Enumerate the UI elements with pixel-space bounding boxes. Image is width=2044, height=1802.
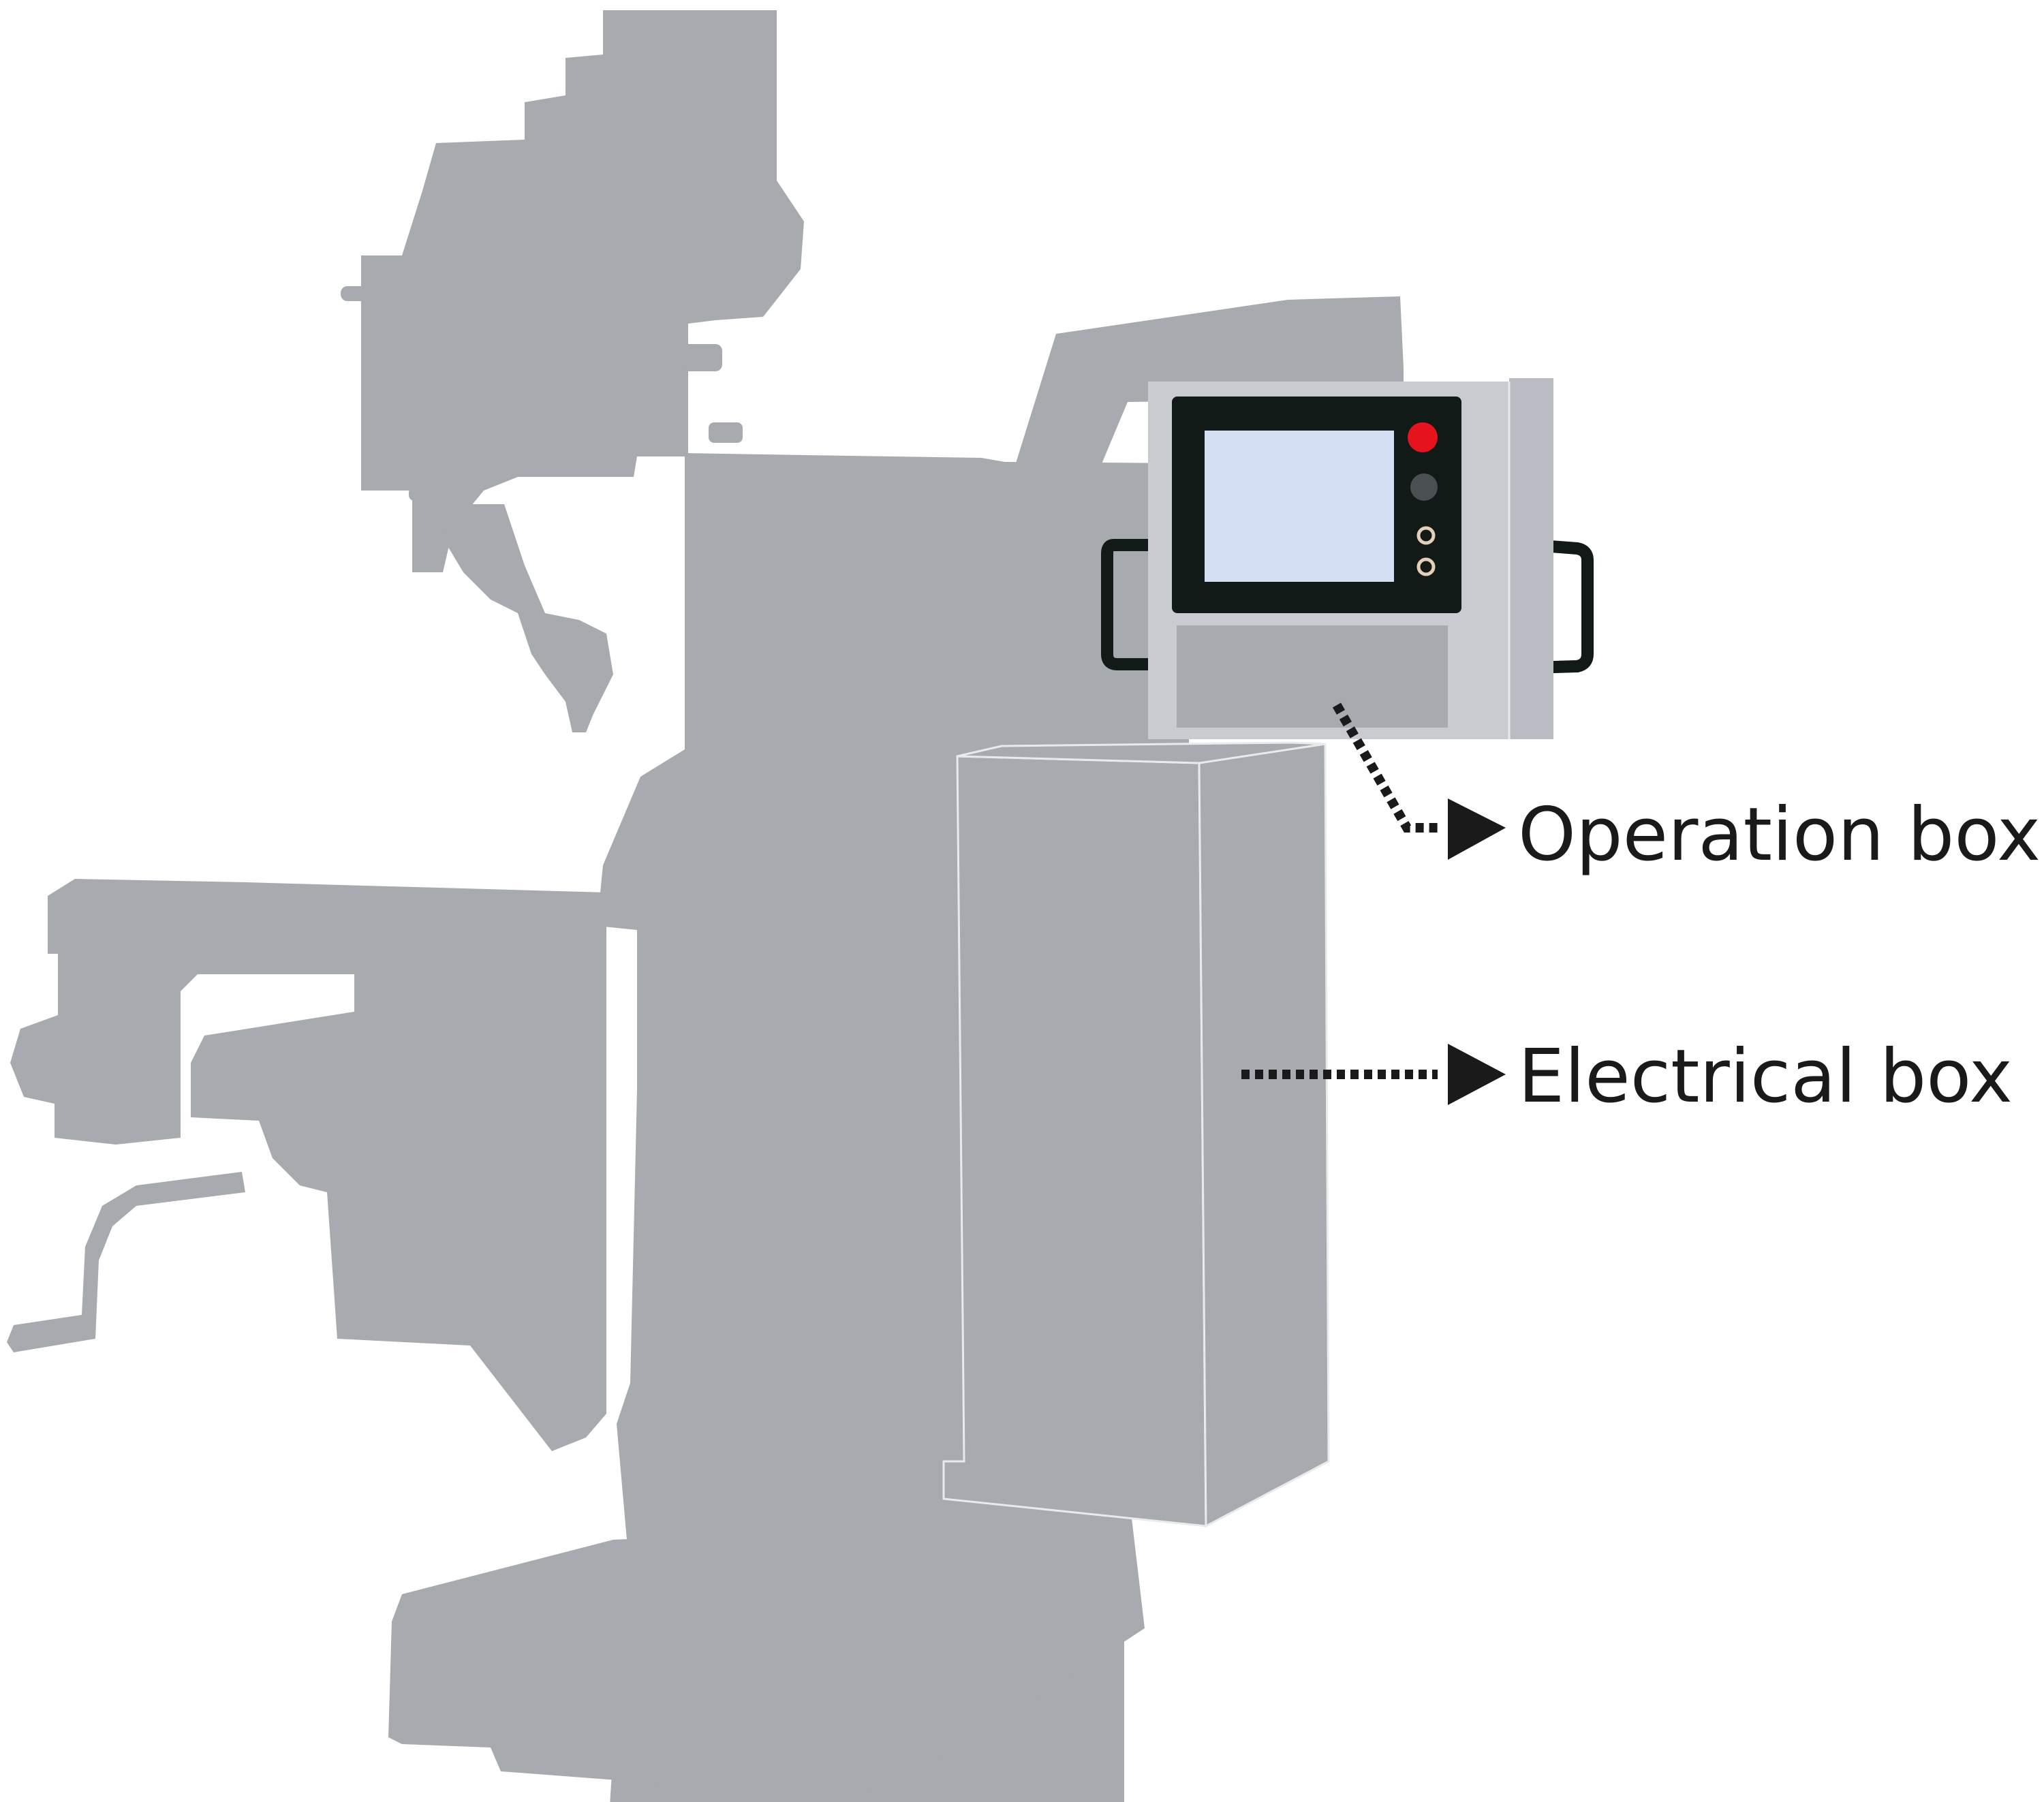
- machine-base: [388, 1512, 1145, 1799]
- operation-box-side-panel: [1509, 378, 1553, 739]
- right-handle-icon: [1532, 539, 1594, 674]
- operation-box-lower-panel: [1177, 625, 1448, 728]
- electrical-box-arrowhead-icon: [1448, 1044, 1506, 1105]
- emergency-stop-button-icon: [1408, 422, 1438, 452]
- operation-box-leader-line: [1332, 702, 1438, 833]
- operation-box: [1101, 378, 1594, 739]
- dark-button-icon: [1410, 473, 1438, 501]
- head-knob-right: [681, 344, 722, 371]
- electrical-box: [942, 741, 1330, 1528]
- crank-handle: [7, 1172, 245, 1352]
- indicator-light-1-icon: [1416, 526, 1436, 545]
- electrical-box-front: [942, 755, 1207, 1527]
- head-knob-right-2: [709, 422, 743, 443]
- operation-box-arrowhead-icon: [1448, 798, 1506, 860]
- left-handle-icon: [1101, 539, 1148, 670]
- head-lever-top: [341, 286, 416, 301]
- head-lever-low: [409, 487, 456, 501]
- electrical-box-label: Electrical box: [1518, 1034, 2013, 1119]
- operation-box-support-arm: [1008, 296, 1404, 746]
- machine-spindle: [443, 504, 613, 732]
- electrical-box-side: [1198, 743, 1330, 1528]
- display-screen: [1205, 431, 1394, 582]
- indicator-light-2-icon: [1416, 557, 1436, 576]
- operation-box-callout: Operation box: [1332, 702, 2041, 877]
- electrical-box-top: [957, 741, 1326, 764]
- head-lever-mid: [436, 422, 477, 436]
- electrical-box-callout: Electrical box: [1241, 1034, 2013, 1119]
- machine-table-left: [10, 879, 606, 1451]
- operation-box-label: Operation box: [1518, 792, 2041, 877]
